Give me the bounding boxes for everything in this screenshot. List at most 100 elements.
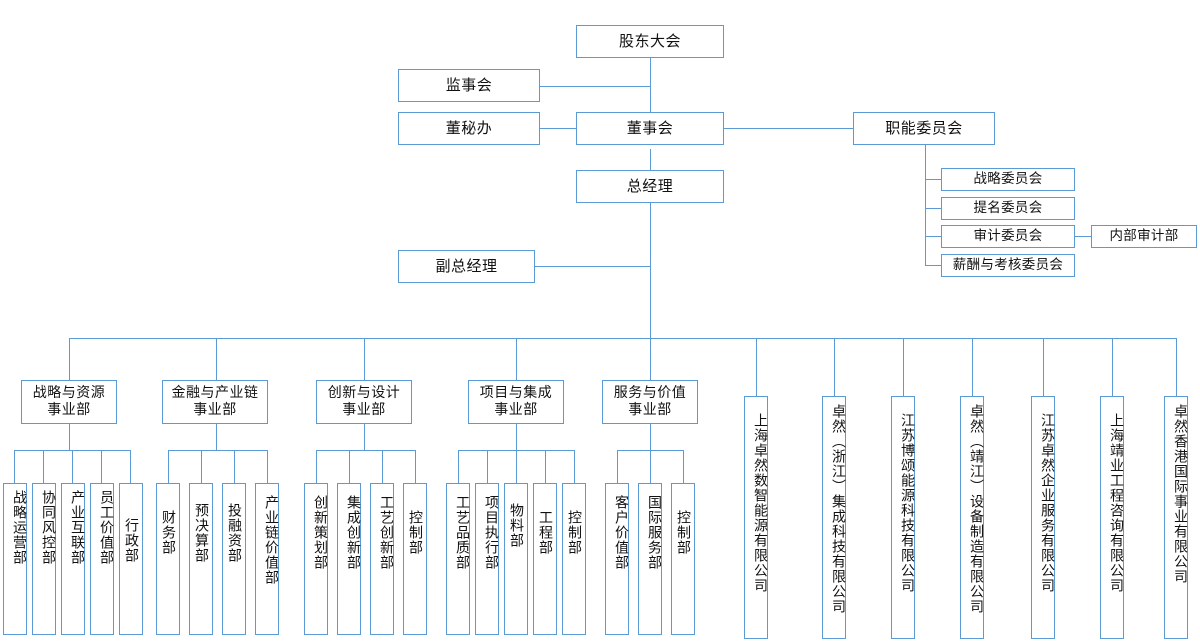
dept-box-d1-4[interactable]: 员工价值部 [90, 483, 114, 635]
connector-div1-drop-1 [14, 450, 15, 483]
division-label-line2: 事业部 [494, 402, 538, 418]
box-board-secretary-office[interactable]: 董秘办 [398, 112, 540, 145]
connector-div5-stem [650, 424, 651, 450]
box-general-manager[interactable]: 总经理 [576, 170, 724, 203]
subsidiary-box-2[interactable]: 卓然（浙江）集成科技有限公司 [822, 396, 846, 639]
connector-gm-trunk [650, 203, 651, 339]
dept-box-d3-1[interactable]: 创新策划部 [304, 483, 328, 635]
dept-box-d3-2[interactable]: 集成创新部 [337, 483, 361, 635]
dept-box-d2-3[interactable]: 投融资部 [222, 483, 246, 635]
box-board-of-directors[interactable]: 董事会 [576, 112, 724, 145]
dept-box-d4-1[interactable]: 工艺品质部 [446, 483, 470, 635]
subsidiary-box-7[interactable]: 卓然香港国际事业有限公司 [1164, 396, 1188, 639]
dept-box-d5-3[interactable]: 控制部 [671, 483, 695, 635]
dept-box-d4-4[interactable]: 工程部 [533, 483, 557, 635]
subsidiary-box-1[interactable]: 上海卓然数智能源有限公司 [744, 396, 768, 639]
dept-box-d4-3[interactable]: 物料部 [504, 483, 528, 635]
connector-drop-subsidiary-6 [1112, 338, 1113, 396]
connector-div2-drop-1 [168, 450, 169, 483]
division-box-5[interactable]: 服务与价值 事业部 [602, 380, 698, 424]
connector-div1-drop-2 [43, 450, 44, 483]
division-label-line1: 战略与资源 [32, 385, 106, 402]
box-functional-committee[interactable]: 职能委员会 [853, 112, 995, 145]
division-label-line2: 事业部 [628, 402, 672, 418]
connector-drop-subsidiary-1 [756, 338, 757, 396]
division-label-line1: 金融与产业链 [171, 385, 259, 402]
connector-div2-drop-3 [234, 450, 235, 483]
dept-box-d1-2[interactable]: 协同风控部 [32, 483, 56, 635]
connector-drop-subsidiary-2 [834, 338, 835, 396]
box-shareholders-meeting[interactable]: 股东大会 [576, 25, 724, 58]
connector-div2-bar [168, 450, 268, 451]
dept-box-d2-1[interactable]: 财务部 [156, 483, 180, 635]
box-deputy-general-manager[interactable]: 副总经理 [398, 250, 535, 283]
connector-drop-subsidiary-7 [1176, 338, 1177, 396]
subsidiary-box-6[interactable]: 上海靖业工程咨询有限公司 [1100, 396, 1124, 639]
connector-div1-drop-4 [101, 450, 102, 483]
connector-div3-drop-4 [415, 450, 416, 483]
subsidiary-box-5[interactable]: 江苏卓然企业服务有限公司 [1031, 396, 1055, 639]
dept-box-d1-5[interactable]: 行政部 [119, 483, 143, 635]
dept-box-d4-5[interactable]: 控制部 [562, 483, 586, 635]
connector-div2-drop-2 [201, 450, 202, 483]
connector-committee-1 [925, 179, 942, 180]
division-label-line1: 创新与设计 [327, 385, 401, 402]
connector-committee-2 [925, 208, 942, 209]
dept-box-d3-3[interactable]: 工艺创新部 [370, 483, 394, 635]
connector-div5-drop-2 [650, 450, 651, 483]
box-strategy-committee[interactable]: 战略委员会 [941, 168, 1075, 191]
connector-board-to-committee [722, 128, 854, 129]
connector-div5-drop-3 [683, 450, 684, 483]
division-box-3[interactable]: 创新与设计 事业部 [316, 380, 412, 424]
connector-div3-drop-2 [349, 450, 350, 483]
connector-div2-drop-4 [267, 450, 268, 483]
dept-box-d5-1[interactable]: 客户价值部 [605, 483, 629, 635]
box-supervisory-board[interactable]: 监事会 [398, 69, 540, 102]
division-box-2[interactable]: 金融与产业链 事业部 [162, 380, 268, 424]
connector-drop-division-5 [650, 338, 651, 380]
dept-box-d2-2[interactable]: 预决算部 [189, 483, 213, 635]
subsidiary-box-3[interactable]: 江苏博颂能源科技有限公司 [891, 396, 915, 639]
connector-drop-division-4 [516, 338, 517, 380]
dept-box-d1-3[interactable]: 产业互联部 [61, 483, 85, 635]
subsidiary-box-4[interactable]: 卓然（靖江）设备制造有限公司 [960, 396, 984, 639]
connector-drop-subsidiary-4 [972, 338, 973, 396]
dept-box-d3-4[interactable]: 控制部 [403, 483, 427, 635]
box-internal-audit-department[interactable]: 内部审计部 [1091, 225, 1197, 248]
dept-box-d2-4[interactable]: 产业链价值部 [255, 483, 279, 635]
connector-main-distribution-bar [69, 338, 1176, 339]
connector-div4-drop-3 [516, 450, 517, 483]
connector-div3-stem [364, 424, 365, 450]
connector-div3-drop-1 [316, 450, 317, 483]
box-nomination-committee[interactable]: 提名委员会 [941, 197, 1075, 220]
connector-audit-to-internal-audit [1075, 236, 1091, 237]
connector-div1-stem [69, 424, 70, 450]
connector-drop-division-3 [364, 338, 365, 380]
connector-div1-drop-3 [72, 450, 73, 483]
connector-div4-stem [516, 424, 517, 450]
division-label-line1: 服务与价值 [613, 385, 687, 402]
connector-supervisory-to-trunk [540, 86, 651, 87]
division-box-1[interactable]: 战略与资源 事业部 [21, 380, 117, 424]
connector-drop-subsidiary-3 [903, 338, 904, 396]
dept-box-d1-1[interactable]: 战略运营部 [3, 483, 27, 635]
division-box-4[interactable]: 项目与集成 事业部 [468, 380, 564, 424]
dept-box-d4-2[interactable]: 项目执行部 [475, 483, 499, 635]
connector-shareholders-to-board [650, 57, 651, 112]
box-remuneration-committee[interactable]: 薪酬与考核委员会 [941, 254, 1075, 277]
connector-div2-stem [216, 424, 217, 450]
connector-div3-bar [316, 450, 416, 451]
connector-committee-spine [925, 145, 926, 266]
division-label-line2: 事业部 [342, 402, 386, 418]
connector-secretary-to-board [540, 128, 578, 129]
dept-box-d5-2[interactable]: 国际服务部 [638, 483, 662, 635]
connector-div3-drop-3 [382, 450, 383, 483]
connector-div4-drop-5 [574, 450, 575, 483]
connector-drop-subsidiary-5 [1043, 338, 1044, 396]
connector-board-to-gm [650, 149, 651, 171]
connector-div1-drop-5 [130, 450, 131, 483]
box-audit-committee[interactable]: 审计委员会 [941, 225, 1075, 248]
connector-div4-drop-2 [487, 450, 488, 483]
connector-div4-drop-1 [458, 450, 459, 483]
